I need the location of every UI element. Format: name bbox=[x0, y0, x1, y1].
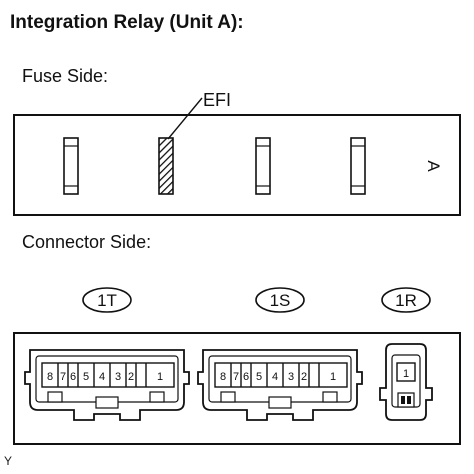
connector-1t-pin-5: 5 bbox=[83, 371, 89, 383]
connector-1t-label: 1T bbox=[97, 291, 117, 310]
connector-1s-pin-4: 4 bbox=[272, 371, 278, 383]
connector-side-label: Connector Side: bbox=[22, 232, 152, 252]
efi-leader-line bbox=[167, 97, 203, 140]
connector-1r-label: 1R bbox=[395, 291, 417, 310]
connector-1t-pin-1: 1 bbox=[157, 371, 163, 383]
fuse-side-label: Fuse Side: bbox=[22, 66, 109, 86]
connector-1s-pin-1: 1 bbox=[330, 371, 336, 383]
connector-1r-tag bbox=[381, 287, 431, 313]
connector-1s-pin-8: 8 bbox=[220, 371, 226, 383]
efi-label: EFI bbox=[203, 90, 231, 110]
fuse-4 bbox=[350, 137, 366, 195]
connector-1s-label: 1S bbox=[270, 291, 291, 310]
fuse-1 bbox=[63, 137, 79, 195]
figure-code: Y bbox=[4, 454, 13, 468]
connector-1r-body bbox=[379, 343, 433, 421]
connector-1s-pin-3: 3 bbox=[288, 371, 294, 383]
connector-1s: 1S 8 7 6 5 4 3 2 1 bbox=[197, 287, 363, 421]
connector-panel bbox=[13, 332, 461, 445]
side-marker-a: A bbox=[424, 160, 443, 172]
connector-1s-tag bbox=[255, 287, 305, 313]
connector-1r: 1R 1 bbox=[379, 287, 433, 421]
diagram-title: Integration Relay (Unit A): bbox=[10, 12, 244, 33]
fuse-efi bbox=[158, 137, 174, 195]
connector-1t-pin-6: 6 bbox=[70, 371, 76, 383]
connector-1t-pin-4: 4 bbox=[99, 371, 105, 383]
connector-1t: 1T 8 7 6 5 4 3 2 1 bbox=[24, 287, 190, 421]
connector-1t-pin-3: 3 bbox=[115, 371, 121, 383]
connector-1t-pin-2: 2 bbox=[128, 371, 134, 383]
connector-1t-tag bbox=[82, 287, 132, 313]
fuse-3 bbox=[255, 137, 271, 195]
connector-1t-pin-8: 8 bbox=[47, 371, 53, 383]
connector-1s-pin-5: 5 bbox=[256, 371, 262, 383]
connector-1s-pin-6: 6 bbox=[243, 371, 249, 383]
connector-1s-pin-7: 7 bbox=[233, 371, 239, 383]
connector-1t-pin-7: 7 bbox=[60, 371, 66, 383]
connector-1s-pin-2: 2 bbox=[301, 371, 307, 383]
fuse-panel bbox=[13, 114, 461, 216]
connector-1r-pin-1: 1 bbox=[403, 368, 409, 380]
